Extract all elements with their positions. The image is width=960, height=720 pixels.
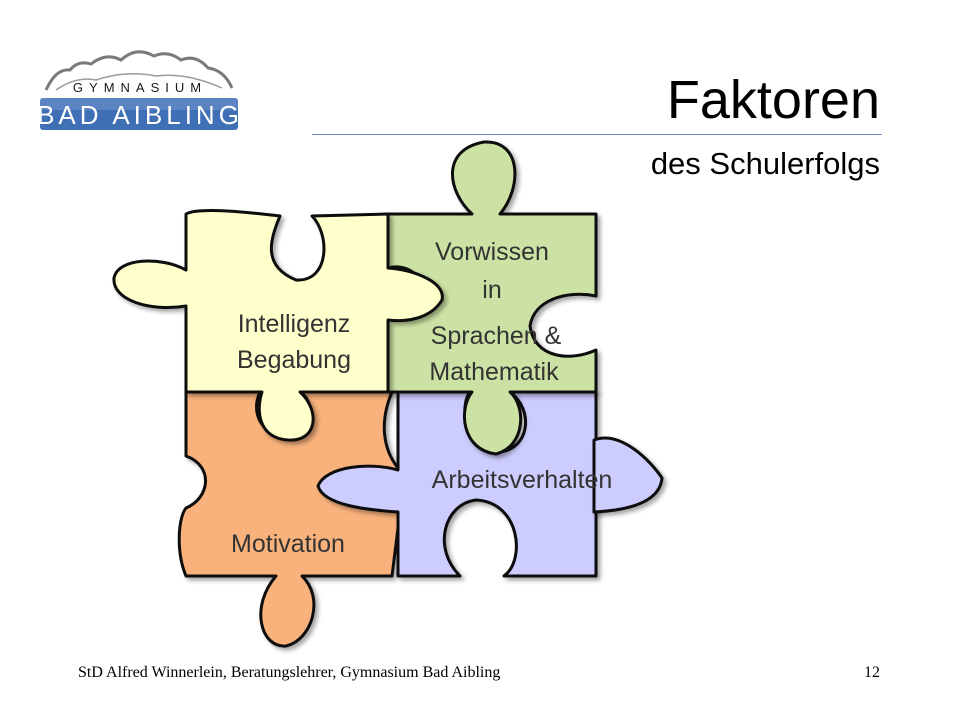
logo-line1: GYMNASIUM <box>73 80 207 95</box>
label-intelligenz-line2: Begabung <box>237 346 351 374</box>
title-divider <box>312 134 882 135</box>
logo-line2: BAD AIBLING <box>37 100 242 130</box>
slide-title: Faktoren <box>666 70 880 130</box>
puzzle-tab-arbeitsverhalten <box>592 436 664 514</box>
label-vorwissen-line1: Vorwissen <box>435 238 549 266</box>
label-arbeitsverhalten: Arbeitsverhalten <box>432 466 613 494</box>
logo-band-shine <box>40 98 238 110</box>
page-number: 12 <box>864 664 880 681</box>
label-vorwissen: Vorwissen in Sprachen & Mathematik <box>429 238 561 386</box>
slide-subtitle: des Schulerfolgs <box>650 146 880 181</box>
puzzle-piece-intelligenz <box>112 209 444 442</box>
label-vorwissen-line3: Sprachen & <box>431 322 562 350</box>
school-logo: GYMNASIUM BAD AIBLING <box>37 50 242 130</box>
label-intelligenz-line1: Intelligenz <box>238 310 351 338</box>
label-vorwissen-line2: in <box>482 276 501 304</box>
mountain-outline-icon <box>44 50 234 91</box>
footer-text: StD Alfred Winnerlein, Beratungslehrer, … <box>78 664 501 681</box>
mountain-inner-icon <box>55 73 223 91</box>
label-motivation: Motivation <box>231 530 345 558</box>
label-vorwissen-line4: Mathematik <box>429 358 559 386</box>
label-intelligenz: Intelligenz Begabung <box>237 310 351 374</box>
